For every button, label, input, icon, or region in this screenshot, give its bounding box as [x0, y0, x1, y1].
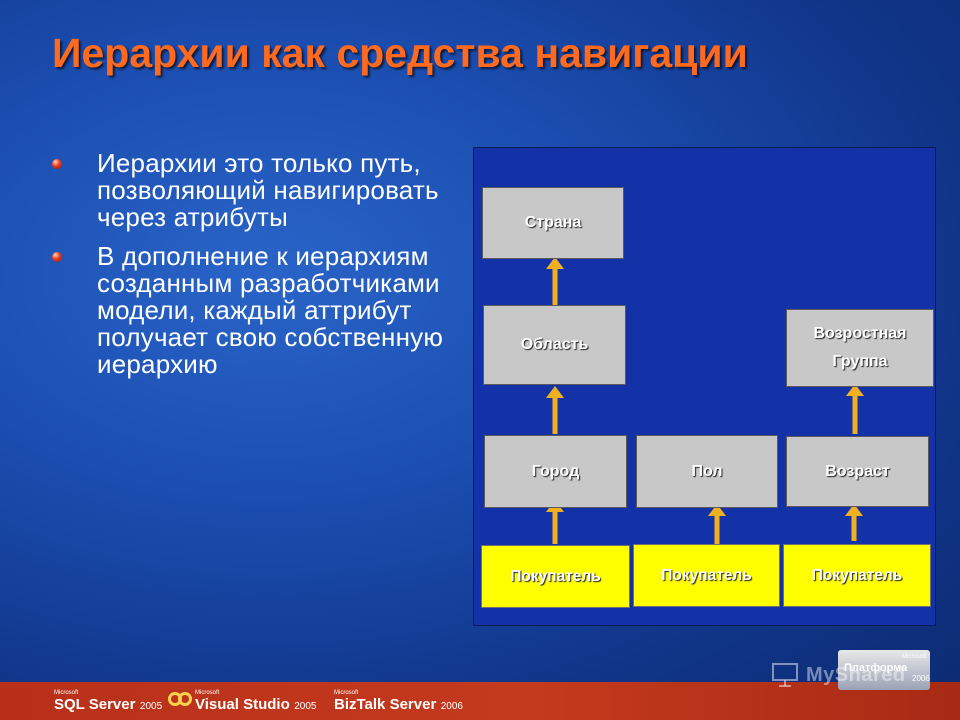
- presentation-icon: [772, 663, 798, 687]
- bullet-list: Иерархии это только путь, позволяющий на…: [52, 150, 472, 390]
- biztalk-name: BizTalk Server: [334, 696, 437, 713]
- box-gender-label: Пол: [691, 462, 723, 480]
- visual-studio-icon: [168, 690, 192, 706]
- box-gender: Пол: [636, 435, 778, 508]
- box-customer-1-label: Покупатель: [510, 567, 601, 585]
- box-age-group: Возростная Группа: [786, 309, 934, 387]
- sql-server-maker: Microsoft: [54, 690, 79, 696]
- arrowhead-icon: [546, 257, 564, 269]
- arrowhead-icon: [708, 504, 726, 516]
- box-customer-2: Покупатель: [633, 544, 780, 607]
- arrowhead-icon: [845, 504, 863, 516]
- arrowhead-icon: [846, 384, 864, 396]
- box-city: Город: [484, 435, 627, 508]
- box-customer-3-label: Покупатель: [811, 566, 903, 584]
- bullet-dot-icon: [52, 159, 62, 169]
- hierarchy-diagram: Страна Область Возростная Группа Город П…: [473, 147, 936, 626]
- box-customer-1: Покупатель: [481, 545, 630, 608]
- bullet-text: Иерархии это только путь, позволяющий на…: [97, 148, 439, 232]
- sql-server-name: SQL Server: [54, 696, 136, 713]
- sql-server-logo: Microsoft SQL Server 2005: [54, 690, 162, 714]
- biztalk-maker: Microsoft: [334, 690, 359, 696]
- bullet-dot-icon: [52, 252, 62, 262]
- platform-badge: Microsoft Платформа 2006: [838, 650, 930, 690]
- bullet-text: В дополнение к иерархиям созданным разра…: [97, 241, 444, 379]
- box-age-group-line1: Возростная: [813, 325, 907, 342]
- arrows-layer: [546, 257, 864, 544]
- box-region-label: Область: [520, 336, 589, 353]
- box-country-label: Страна: [524, 214, 582, 231]
- bullet-item: В дополнение к иерархиям созданным разра…: [52, 243, 472, 378]
- platform-maker: Microsoft: [902, 654, 927, 660]
- platform-label: Платформа: [844, 662, 908, 674]
- box-age-label: Возраст: [825, 462, 890, 480]
- slide-title: Иерархии как средства навигации: [52, 30, 748, 76]
- arrowhead-icon: [546, 386, 564, 398]
- visual-studio-version: 2005: [294, 701, 317, 712]
- box-age-group-line2: Группа: [832, 353, 888, 370]
- box-customer-3: Покупатель: [783, 544, 931, 607]
- platform-year: 2006: [912, 674, 930, 683]
- box-customer-2-label: Покупатель: [661, 566, 752, 584]
- biztalk-version: 2006: [440, 701, 463, 712]
- box-age: Возраст: [786, 436, 929, 507]
- visual-studio-name: Visual Studio: [195, 696, 290, 713]
- box-country: Страна: [482, 187, 624, 259]
- bullet-item: Иерархии это только путь, позволяющий на…: [52, 150, 472, 231]
- visual-studio-maker: Microsoft: [195, 690, 220, 696]
- box-region: Область: [483, 305, 626, 385]
- box-city-label: Город: [531, 462, 580, 480]
- sql-server-version: 2005: [139, 701, 163, 712]
- watermark: MyShared: [770, 658, 910, 692]
- watermark-text: MyShared: [806, 664, 906, 686]
- visual-studio-logo: Microsoft Visual Studio 2005: [168, 690, 316, 714]
- footer-bar: Microsoft SQL Server 2005 Microsoft Visu…: [0, 682, 960, 720]
- biztalk-server-logo: Microsoft BizTalk Server 2006: [334, 690, 463, 714]
